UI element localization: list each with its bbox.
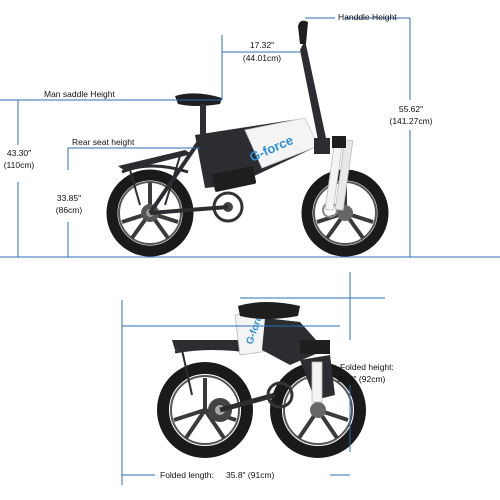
saddle-height-label: Man saddle Height bbox=[44, 89, 115, 99]
handle-height-cm: (141.27cm) bbox=[389, 116, 433, 126]
folded-height-value: 36.2" (92cm) bbox=[337, 374, 386, 384]
folded-length-label: Folded length: bbox=[160, 470, 214, 480]
folded-height-label: Folded height: bbox=[340, 362, 394, 372]
handle-height-inches: 55.62" bbox=[398, 104, 424, 114]
folded-frame: G-force bbox=[219, 308, 335, 413]
saddle-height-inches: 43.30" bbox=[6, 148, 32, 158]
rear-seat-height-cm: (86cm) bbox=[55, 205, 83, 215]
main-frame: G-force bbox=[148, 117, 319, 223]
folded-rear-wheel bbox=[157, 362, 253, 458]
rear-seat-height-inches: 33.85" bbox=[56, 193, 82, 203]
handle-height-label: Handdle Height bbox=[338, 12, 397, 22]
dimension-lines-bottom bbox=[121, 272, 385, 485]
handlebar-offset-cm: (44.01cm) bbox=[242, 53, 282, 63]
folded-length-value: 35.8" (91cm) bbox=[226, 470, 275, 480]
folded-bike: G-force bbox=[157, 302, 366, 458]
saddle-height-cm: (110cm) bbox=[3, 160, 35, 170]
folded-saddle bbox=[238, 302, 300, 319]
handlebar-offset-inches: 17.32" bbox=[249, 40, 275, 50]
rear-seat-height-label: Rear seat height bbox=[72, 137, 135, 147]
front-fork bbox=[298, 20, 354, 211]
dimension-lines-top bbox=[0, 17, 411, 257]
unfolded-bike: G-force bbox=[0, 20, 500, 258]
